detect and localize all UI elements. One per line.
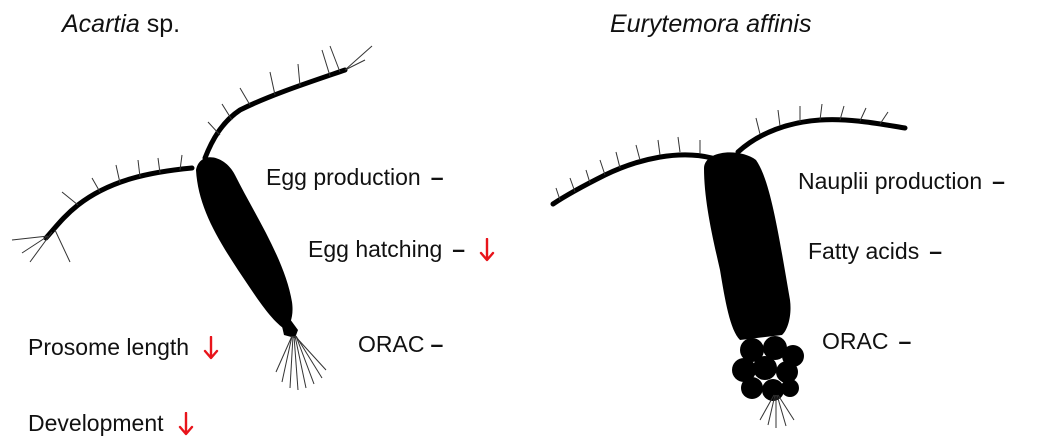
development-text: Development xyxy=(28,410,164,437)
label-orac-left: ORAC – xyxy=(358,331,443,358)
no-change-symbol: – xyxy=(898,328,911,355)
decrease-arrow-icon xyxy=(178,412,194,436)
no-change-symbol: – xyxy=(430,331,443,358)
orac-text: ORAC xyxy=(358,331,424,358)
egg-hatching-text: Egg hatching xyxy=(308,236,442,263)
label-nauplii-production: Nauplii production – xyxy=(798,168,1005,195)
prosome-length-text: Prosome length xyxy=(28,334,189,361)
label-egg-production: Egg production – xyxy=(266,164,444,191)
label-fatty-acids: Fatty acids – xyxy=(808,238,942,265)
eurytemora-silhouette xyxy=(553,104,905,428)
no-change-symbol: – xyxy=(929,238,942,265)
no-change-symbol: – xyxy=(992,168,1005,195)
orac-text: ORAC xyxy=(822,328,888,355)
decrease-arrow-icon xyxy=(479,238,495,262)
no-change-symbol: – xyxy=(431,164,444,191)
label-orac-right: ORAC – xyxy=(822,328,911,355)
egg-production-text: Egg production xyxy=(266,164,421,191)
no-change-symbol: – xyxy=(452,236,465,263)
label-development: Development xyxy=(28,410,194,437)
label-prosome-length: Prosome length xyxy=(28,334,219,361)
nauplii-production-text: Nauplii production xyxy=(798,168,982,195)
label-egg-hatching: Egg hatching – xyxy=(308,236,495,263)
decrease-arrow-icon xyxy=(203,336,219,360)
fatty-acids-text: Fatty acids xyxy=(808,238,919,265)
